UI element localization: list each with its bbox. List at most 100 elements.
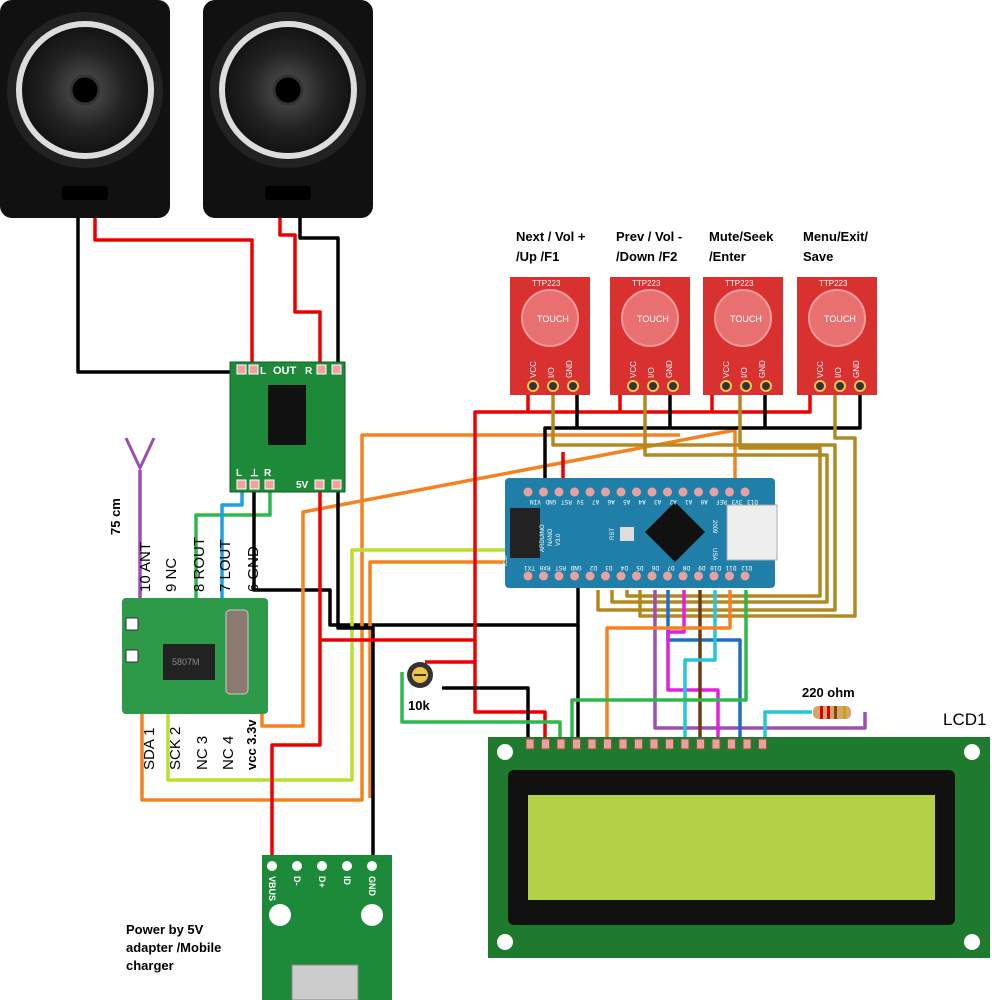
nano-pin-label: D11 bbox=[725, 564, 736, 571]
wire-5v-lcd bbox=[473, 640, 547, 740]
radio-pin-label: 9 NC bbox=[163, 558, 180, 592]
lcd-pin bbox=[525, 738, 535, 750]
radio-top-pins: 10 ANT 9 NC 8 ROUT 7 LOUT 6 GND bbox=[137, 537, 262, 592]
radio-pin-label: NC 3 bbox=[194, 736, 211, 770]
nano-top-pin bbox=[632, 487, 641, 497]
lcd-pin bbox=[603, 738, 612, 750]
chip-label: TTP223 bbox=[532, 279, 561, 288]
lcd-pin bbox=[618, 738, 628, 750]
nano-pin-label: A7 bbox=[592, 498, 600, 505]
usb-pin-label: D+ bbox=[317, 876, 327, 888]
nano-top-pin bbox=[678, 487, 688, 497]
wire-usb-gnd bbox=[336, 488, 375, 858]
lcd-pin bbox=[742, 738, 752, 750]
amp-in-gnd-label: ⊥ bbox=[250, 468, 259, 479]
button-pin-label: VCC bbox=[722, 361, 731, 378]
radio-pin-label: 10 ANT bbox=[137, 542, 154, 592]
lcd-pin bbox=[758, 738, 767, 750]
button-pin-label: VCC bbox=[629, 361, 638, 378]
amp-l-label: L bbox=[260, 366, 266, 377]
nano-pin-label: TX1 bbox=[524, 564, 535, 571]
button-label: /Up /F1 bbox=[516, 249, 559, 264]
nano-bottom-pin bbox=[554, 571, 564, 581]
button-pin-label: GND bbox=[565, 360, 574, 378]
wire-d7 bbox=[666, 590, 742, 745]
radio-bottom-pins: SDA 1 SCK 2 NC 3 NC 4 vcc 3.3v bbox=[141, 719, 259, 770]
nano-pin-label: D2 bbox=[589, 564, 597, 571]
nano-bottom-pin bbox=[539, 571, 548, 581]
resistor-value: 220 ohm bbox=[802, 685, 855, 700]
lcd-pin bbox=[665, 738, 674, 750]
touch-pad-label: TOUCH bbox=[824, 314, 856, 324]
nano-bottom-pin bbox=[709, 571, 719, 581]
nano-pins: VINTX1GNDRX0RSTRST5VGNDA7D2A6D3A5D4A4D5A… bbox=[523, 487, 758, 581]
nano-pin-label: A0 bbox=[700, 498, 708, 505]
antenna-length: 75 cm bbox=[108, 498, 123, 535]
wire-sda bbox=[140, 433, 680, 802]
usb-pin bbox=[367, 861, 377, 871]
button-pin bbox=[647, 380, 659, 392]
nano-year: 2009 bbox=[711, 520, 717, 534]
lcd-pin bbox=[727, 738, 736, 750]
touch-pad-label: TOUCH bbox=[537, 314, 569, 324]
nano-bottom-pin bbox=[632, 571, 641, 581]
radio-pin-label: NC 4 bbox=[220, 736, 237, 770]
wire-right-speaker-neg bbox=[298, 218, 340, 368]
nano-top-pin bbox=[554, 487, 564, 497]
usb-pin-label: VBUS bbox=[267, 876, 277, 901]
nano-top-pin bbox=[709, 487, 719, 497]
button-label: /Enter bbox=[709, 249, 746, 264]
nano-pin-label: A5 bbox=[623, 498, 631, 505]
antenna-icon bbox=[124, 437, 156, 472]
wire-d11 bbox=[605, 590, 732, 745]
amp-r-label: R bbox=[305, 366, 313, 377]
button-pin-label: VCC bbox=[529, 361, 538, 378]
pot-value: 10k bbox=[408, 698, 430, 713]
nano-bottom-pin bbox=[694, 571, 703, 581]
usb-pin-label: GND bbox=[367, 876, 377, 897]
nano-name: NANO bbox=[548, 528, 554, 546]
radio-chip-label: 5807M bbox=[172, 657, 200, 667]
nano-pin-label: VIN bbox=[530, 498, 541, 505]
usb-pin bbox=[342, 861, 352, 871]
button-label: Next / Vol + bbox=[516, 229, 586, 244]
nano-rst-label: RST bbox=[610, 528, 616, 540]
nano-pin-label: D9 bbox=[698, 564, 706, 571]
nano-top-pin bbox=[663, 487, 672, 497]
nano-name: V3.0 bbox=[556, 533, 562, 546]
usb-pin bbox=[267, 861, 277, 871]
wire-pot-gnd bbox=[442, 686, 530, 745]
radio-pin-label: 8 ROUT bbox=[191, 537, 208, 592]
button-pin-label: I/O bbox=[647, 367, 656, 378]
chip-label: TTP223 bbox=[725, 279, 754, 288]
button-pin-label: GND bbox=[852, 360, 861, 378]
button-pin bbox=[547, 380, 559, 392]
nano-top-pin bbox=[601, 487, 610, 497]
button-pin bbox=[854, 380, 866, 392]
nano-pin-label: D3 bbox=[605, 564, 613, 571]
amp-in-r-label: R bbox=[264, 468, 272, 479]
nano-pin-label: 5V bbox=[576, 498, 584, 505]
nano-bottom-pin bbox=[647, 571, 657, 581]
amplifier-board: OUT L R 5V L ⊥ R bbox=[229, 361, 346, 493]
touch-pad-label: TOUCH bbox=[637, 314, 669, 324]
button-pin bbox=[527, 380, 539, 392]
chip-label: TTP223 bbox=[632, 279, 661, 288]
button-pin bbox=[814, 380, 826, 392]
wire-sda-nano bbox=[368, 560, 505, 798]
button-label: Mute/Seek bbox=[709, 229, 774, 244]
lcd-pin bbox=[541, 738, 550, 750]
button-label: Menu/Exit/ bbox=[803, 229, 868, 244]
wire-left-speaker-neg bbox=[76, 218, 234, 380]
button-pin-label: GND bbox=[665, 360, 674, 378]
nano-pin-label: A1 bbox=[685, 498, 693, 505]
left-speaker bbox=[0, 0, 170, 218]
nano-top-pin bbox=[647, 487, 657, 497]
